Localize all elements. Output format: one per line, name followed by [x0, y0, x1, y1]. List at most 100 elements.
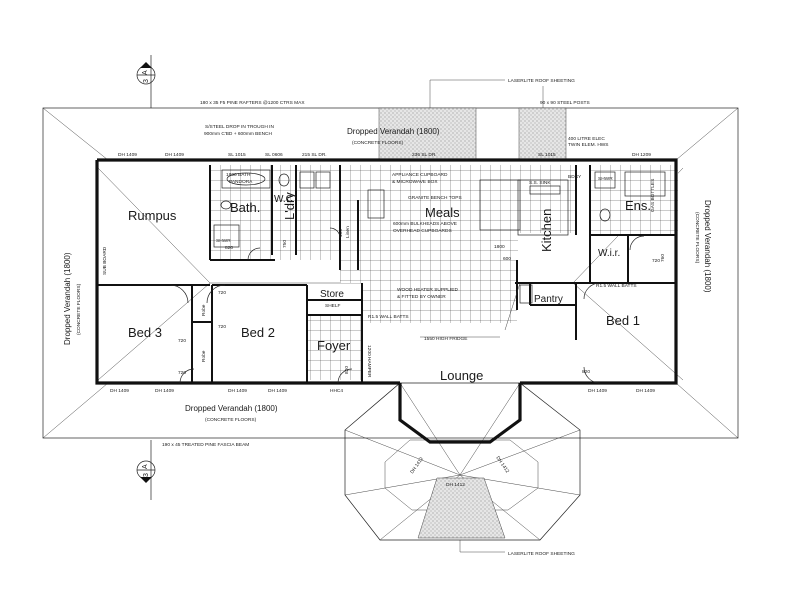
door-swings [169, 227, 645, 384]
dim-820-1: 820 [225, 245, 233, 251]
room-rumpus: Rumpus [128, 208, 177, 223]
dim-600: 600 [503, 256, 511, 262]
verandah-top-sub: (CONCRETE FLOORS) [352, 140, 404, 146]
verandah-left-label: Dropped Verandah (1800) [63, 252, 72, 345]
tiled-floor-foyer [307, 315, 362, 380]
opening-hhc4: HHC4 [330, 388, 343, 394]
room-wir: W.i.r. [598, 248, 620, 259]
room-wc: W.C [274, 194, 293, 205]
section-3-bottom: 3 [143, 473, 150, 477]
fascia-beam-label: 190 x 45 TREATED PINE FASCIA BEAM [162, 442, 249, 448]
room-robe-top: Robe [201, 304, 207, 316]
room-meals: Meals [425, 205, 460, 220]
section-a-top: A [142, 70, 149, 75]
room-lounge: Lounge [440, 368, 483, 383]
dim-820-2: 820 [582, 369, 590, 375]
verandah-right-sub: (CONCRETE FLOORS) [694, 212, 700, 264]
tiled-floor-lounge-hall [362, 283, 517, 323]
hamper-label: 1200 HAMPER [366, 345, 372, 378]
section-3-top: 3 [143, 79, 150, 83]
room-bed1: Bed 1 [606, 313, 640, 328]
room-robe-bottom: Robe [201, 350, 207, 362]
section-a-bottom: A [142, 464, 149, 469]
opening-dh1409-4: DH 1409 [155, 388, 174, 394]
steel-drop-label-1: S/STEEL DROP IN TROUGH IN [205, 124, 274, 130]
wood-heater-label-1: WOOD HEATER SUPPLIED [397, 287, 458, 293]
room-laundry: L'dry [282, 192, 297, 220]
opening-sl1015-1: SL 1015 [228, 152, 246, 158]
opening-dh1409-2: DH 1409 [165, 152, 184, 158]
room-pantry: Pantry [534, 294, 563, 305]
verandah-left-sub: (CONCRETE FLOORS) [76, 283, 82, 335]
section-marker-top: A 3 [136, 55, 156, 108]
dim-720-1: 720 [218, 290, 226, 296]
bath-model-label: PANDORA [229, 179, 253, 185]
bulkheads-label-1: 600mm BULKHEADS ABOVE [393, 221, 457, 227]
dim-720-3: 720 [178, 338, 186, 344]
opening-sl1015-2: SL 1015 [538, 152, 556, 158]
dim-1800: 1800 [494, 244, 505, 250]
room-bath: Bath. [230, 200, 260, 215]
bulkheads-label-2: OVERHEAD CUPBOARDS [393, 228, 452, 234]
opening-dh1409-1: DH 1409 [118, 152, 137, 158]
hws-label-2: TWIN ELEM. HWS [568, 142, 609, 148]
wood-heater-label-2: & FITTED BY OWNER [397, 294, 446, 300]
opening-shwr-ens: SHWR [598, 176, 613, 182]
room-ensuite: Ens. [625, 198, 651, 213]
opening-dh1412-bottom: DH 1412 [446, 482, 465, 488]
tiled-floor-ensuite [590, 165, 678, 235]
opening-dh1412-right: DH 1412 [494, 455, 510, 474]
dim-750: 750 [282, 240, 288, 248]
gas-bottles-label: GAS BOTTLES [650, 179, 656, 212]
verandah-bottom-label: Dropped Verandah (1800) [185, 404, 278, 413]
steel-posts-label: 90 x 90 STEEL POSTS [540, 100, 590, 106]
opening-sl236: 236 SL DR. [412, 152, 437, 158]
dim-720-4: 720 [178, 370, 186, 376]
appliance-label-2: & MICROWAVE BOX [392, 179, 438, 185]
room-bed3: Bed 3 [128, 325, 162, 340]
dim-820-3: 820 [344, 366, 350, 374]
fridge-label: 1550 HIGH FRIDGE [424, 336, 467, 342]
tiled-floor-kitchen [518, 165, 576, 233]
dim-720-2: 720 [218, 324, 226, 330]
opening-shwr-bath: SHWR [216, 238, 231, 244]
room-linen: Linen [345, 226, 351, 238]
shelf-label: SHELF [325, 303, 341, 309]
dim-760: 760 [660, 254, 666, 262]
opening-dh1409-7: DH 1409 [588, 388, 607, 394]
tiled-floor-wet [210, 165, 340, 260]
fixtures [213, 169, 666, 304]
opening-sl215: 215 SL DR. [302, 152, 327, 158]
wall-batts-right-label: R1.5 WALL BATTS [596, 283, 637, 289]
tiled-floor-meals [340, 165, 518, 283]
opening-dh1409-5: DH 1409 [228, 388, 247, 394]
granite-label: GRANITE BENCH TOPS [408, 195, 462, 201]
opening-dh1409-3: DH 1409 [110, 388, 129, 394]
opening-dh1412-left: DH 1412 [409, 456, 425, 475]
room-store: Store [320, 289, 344, 300]
roof-sheeting-top-left [378, 107, 477, 161]
verandah-bottom-sub: (CONCRETE FLOORS) [205, 417, 257, 423]
steel-drop-label-2: 900mm C'BD + 600mm BENCH [204, 131, 272, 137]
dim-720-5: 720 [652, 258, 660, 264]
opening-bdry: BDRY [568, 174, 582, 180]
opening-sl0606: SL 0606 [265, 152, 283, 158]
roof-sheeting-bottom-label: LASERLITE ROOF SHEETING [508, 551, 575, 557]
wall-batts-left-label: R1.5 WALL BATTS [368, 314, 409, 320]
roof-sheeting-top-label: LASERLITE ROOF SHEETING [508, 78, 575, 84]
section-marker-bottom: A 3 [136, 440, 156, 500]
opening-dh1409-6: DH 1409 [268, 388, 287, 394]
room-bed2: Bed 2 [241, 325, 275, 340]
opening-dh1409-8: DH 1409 [636, 388, 655, 394]
hws-label-1: 400 LITRE ELEC [568, 136, 605, 142]
room-kitchen: Kitchen [539, 209, 554, 252]
room-foyer: Foyer [317, 338, 351, 353]
roof-sheeting-bottom [417, 477, 506, 539]
verandah-top-label: Dropped Verandah (1800) [347, 127, 440, 136]
leader-lines [420, 79, 544, 553]
verandah-right-label: Dropped Verandah (1800) [703, 200, 712, 293]
internal-walls [97, 165, 676, 383]
rafters-label: 180 x 35 F5 PINE RAFTERS @1200 CTRS MAX [200, 100, 305, 106]
sub-board-label: SUB BOARD [102, 246, 108, 275]
